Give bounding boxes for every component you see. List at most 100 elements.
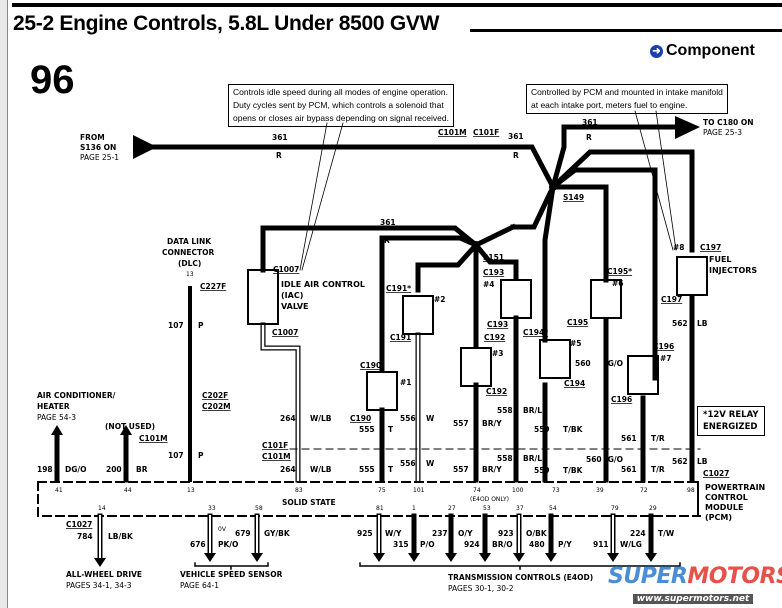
injector-note-line: Controlled by PCM and mounted in intake … xyxy=(531,87,723,97)
pin-label: 74 xyxy=(473,487,481,494)
connector-label: C193 xyxy=(483,268,504,277)
wire-361-to-c180 xyxy=(549,124,688,191)
color-label: R xyxy=(384,236,390,245)
circuit-label: 561 xyxy=(621,465,637,474)
trans-pages: PAGES 30-1, 30-2 xyxy=(448,584,514,593)
to-marker-label: Y xyxy=(680,124,687,133)
from-marker-label: M xyxy=(136,143,144,152)
splice-s149-dot xyxy=(549,183,557,191)
color-label: R xyxy=(276,151,282,160)
color-label: BR/Y xyxy=(482,465,502,474)
page-number: 96 xyxy=(30,58,75,102)
color-label: W/LB xyxy=(310,465,332,474)
circuit-label: 925 xyxy=(357,529,373,538)
pin-label: 100 xyxy=(512,487,524,494)
color-label: T/R xyxy=(651,465,665,474)
ac-label: HEATER xyxy=(37,402,70,411)
connector-label: C101M xyxy=(139,434,168,443)
trans-brace xyxy=(359,562,681,570)
pin-label: 1 xyxy=(412,505,416,512)
color-label: DG/O xyxy=(65,465,87,474)
circuit-label: 361 xyxy=(272,133,288,142)
voltage-note: 0V xyxy=(218,526,227,533)
pin-label: 41 xyxy=(55,487,63,494)
arrow-down-icon xyxy=(408,553,420,562)
color-label: BR/LB xyxy=(523,454,548,463)
pcm-label: POWERTRAIN xyxy=(705,483,765,492)
circuit-label: 560 xyxy=(586,455,602,464)
connector-label: C190 xyxy=(360,361,381,370)
pin-label: 73 xyxy=(552,487,560,494)
iac-label: (IAC) xyxy=(281,291,303,300)
color-label: W xyxy=(426,459,435,468)
injector-2-symbol xyxy=(402,295,434,335)
color-label: P xyxy=(198,321,204,330)
circuit-label: 315 xyxy=(393,540,409,549)
wire-361-inj1 xyxy=(379,235,480,373)
color-label: LG/O xyxy=(603,359,623,368)
connector-label: C1027 xyxy=(66,520,92,529)
pin-label: 81 xyxy=(376,505,384,512)
from-label: S136 ON xyxy=(80,143,116,152)
injector-7-symbol xyxy=(627,355,659,395)
circuit-label: 556 xyxy=(400,459,416,468)
window-frame xyxy=(0,0,8,608)
pin-label: 33 xyxy=(208,505,216,512)
iac-note: Controls idle speed during all modes of … xyxy=(228,84,454,127)
circuit-label: 559 xyxy=(534,425,550,434)
pcm-upper-pins: 41 44 13 83 75 101 74 100 73 39 72 98 xyxy=(55,487,695,494)
relay-energized-box: *12V RELAY ENERGIZED xyxy=(697,406,765,436)
relay-box-line: ENERGIZED xyxy=(703,422,758,432)
color-label: R xyxy=(586,133,592,142)
wire-361-inj4 xyxy=(472,241,519,281)
circuit-label: 911 xyxy=(593,540,609,549)
connector-label: C101F xyxy=(473,128,499,137)
component-link[interactable]: ➜Component xyxy=(650,42,755,60)
arrow-down-icon xyxy=(94,558,106,567)
injector-note-line: at each intake port, meters fuel to engi… xyxy=(531,100,688,110)
connector-label: C227F xyxy=(200,282,226,291)
top-rule xyxy=(12,3,782,7)
arrow-down-icon xyxy=(545,553,557,562)
awd-label: ALL-WHEEL DRIVE xyxy=(66,570,142,579)
pin-label: 27 xyxy=(448,505,456,512)
color-label: O/BK xyxy=(526,529,548,538)
color-label: GY/BK xyxy=(264,529,291,538)
iac-label: IDLE AIR CONTROL xyxy=(281,280,365,289)
circuit-label: 556 xyxy=(400,414,416,423)
circuit-label: 555 xyxy=(359,465,375,474)
injector-8-symbol xyxy=(676,256,708,296)
wire-361-main xyxy=(147,144,557,191)
wire-361-inj6 xyxy=(550,184,609,283)
dlc-label: CONNECTOR xyxy=(162,248,215,257)
circuit-label: 557 xyxy=(453,419,469,428)
wire-s151-link xyxy=(472,223,517,249)
dlc-label: DATA LINK xyxy=(167,237,212,246)
connector-label: C101M xyxy=(438,128,467,137)
arrow-down-icon xyxy=(607,553,619,562)
color-label: T/W xyxy=(658,529,675,538)
circuit-label: 361 xyxy=(380,218,396,227)
color-label: W/LG xyxy=(620,540,642,549)
circuit-label: 561 xyxy=(621,434,637,443)
color-label: O/Y xyxy=(458,529,473,538)
color-label: T/BK xyxy=(563,466,584,475)
page-title: 25-2 Engine Controls, 5.8L Under 8500 GV… xyxy=(13,12,440,35)
pcm-boundary xyxy=(37,481,701,517)
iac-note-line: Controls idle speed during all modes of … xyxy=(233,87,448,97)
connector-label: C195* xyxy=(607,267,632,276)
connector-label: C192 xyxy=(486,387,507,396)
injector-1-symbol xyxy=(366,371,398,411)
splice-s149-label: S149 xyxy=(563,193,584,202)
circuit-label: 559 xyxy=(534,466,550,475)
splice-s151-dot xyxy=(472,241,480,249)
to-label: PAGE 25-3 xyxy=(703,128,742,137)
color-label: P/Y xyxy=(558,540,572,549)
color-label: P xyxy=(198,451,204,460)
connector-label: C194 xyxy=(564,379,585,388)
injector-number: #8 xyxy=(673,243,685,252)
watermark-brand: SUPER xyxy=(608,564,688,589)
pin-label: 13 xyxy=(186,271,194,278)
pin-label: 98 xyxy=(687,487,695,494)
color-label: T/BK xyxy=(563,425,584,434)
